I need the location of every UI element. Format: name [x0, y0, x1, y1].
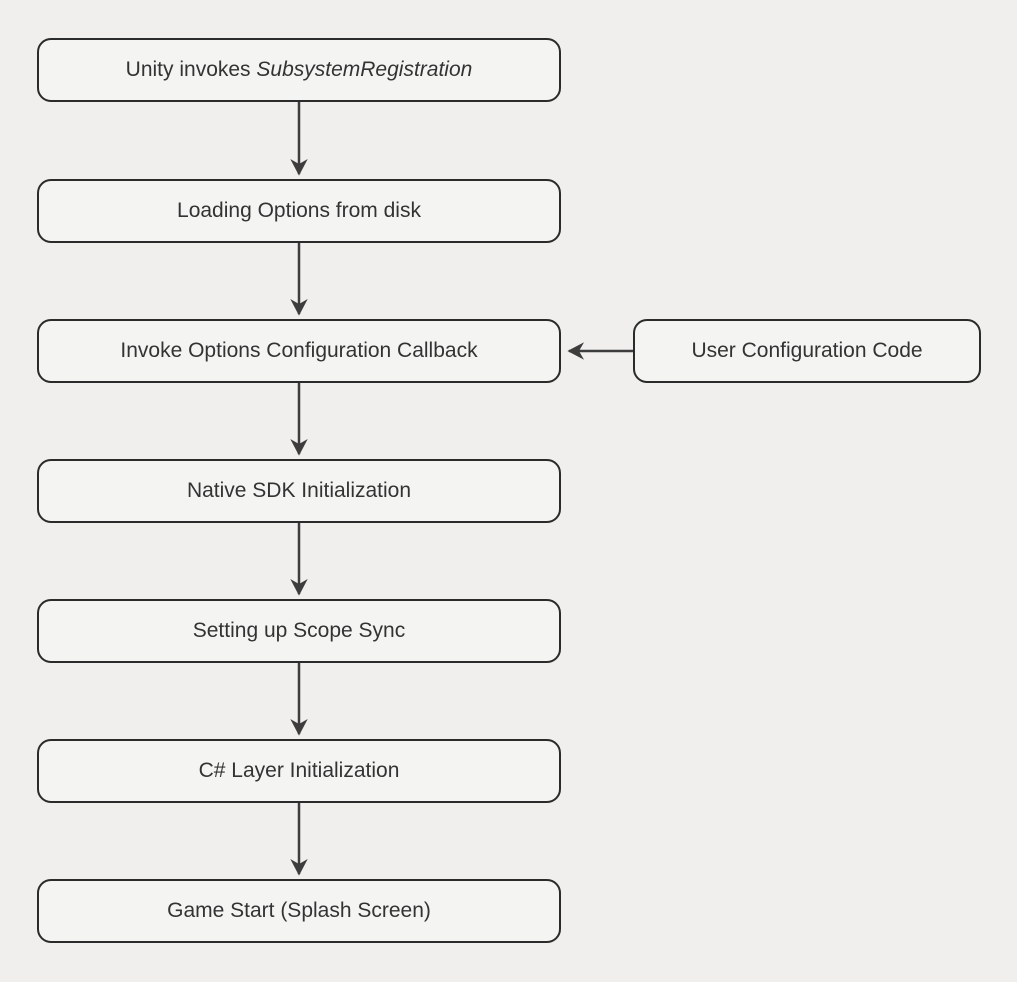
node-loading-options: Loading Options from disk	[37, 179, 561, 243]
node-unity-invokes: Unity invokes SubsystemRegistration	[37, 38, 561, 102]
node-label: Invoke Options Configuration Callback	[120, 339, 478, 363]
node-scope-sync: Setting up Scope Sync	[37, 599, 561, 663]
node-native-sdk-init: Native SDK Initialization	[37, 459, 561, 523]
node-csharp-layer-init: C# Layer Initialization	[37, 739, 561, 803]
node-label: Unity invokes SubsystemRegistration	[125, 58, 473, 82]
node-label: C# Layer Initialization	[198, 759, 400, 783]
node-label: Native SDK Initialization	[186, 479, 412, 503]
node-game-start: Game Start (Splash Screen)	[37, 879, 561, 943]
node-label: Game Start (Splash Screen)	[167, 899, 431, 923]
node-invoke-options-callback: Invoke Options Configuration Callback	[37, 319, 561, 383]
node-label: User Configuration Code	[691, 339, 923, 363]
node-user-configuration-code: User Configuration Code	[633, 319, 981, 383]
node-label: Setting up Scope Sync	[192, 619, 406, 643]
node-label: Loading Options from disk	[177, 199, 421, 223]
node-label-italic: SubsystemRegistration	[256, 58, 473, 82]
